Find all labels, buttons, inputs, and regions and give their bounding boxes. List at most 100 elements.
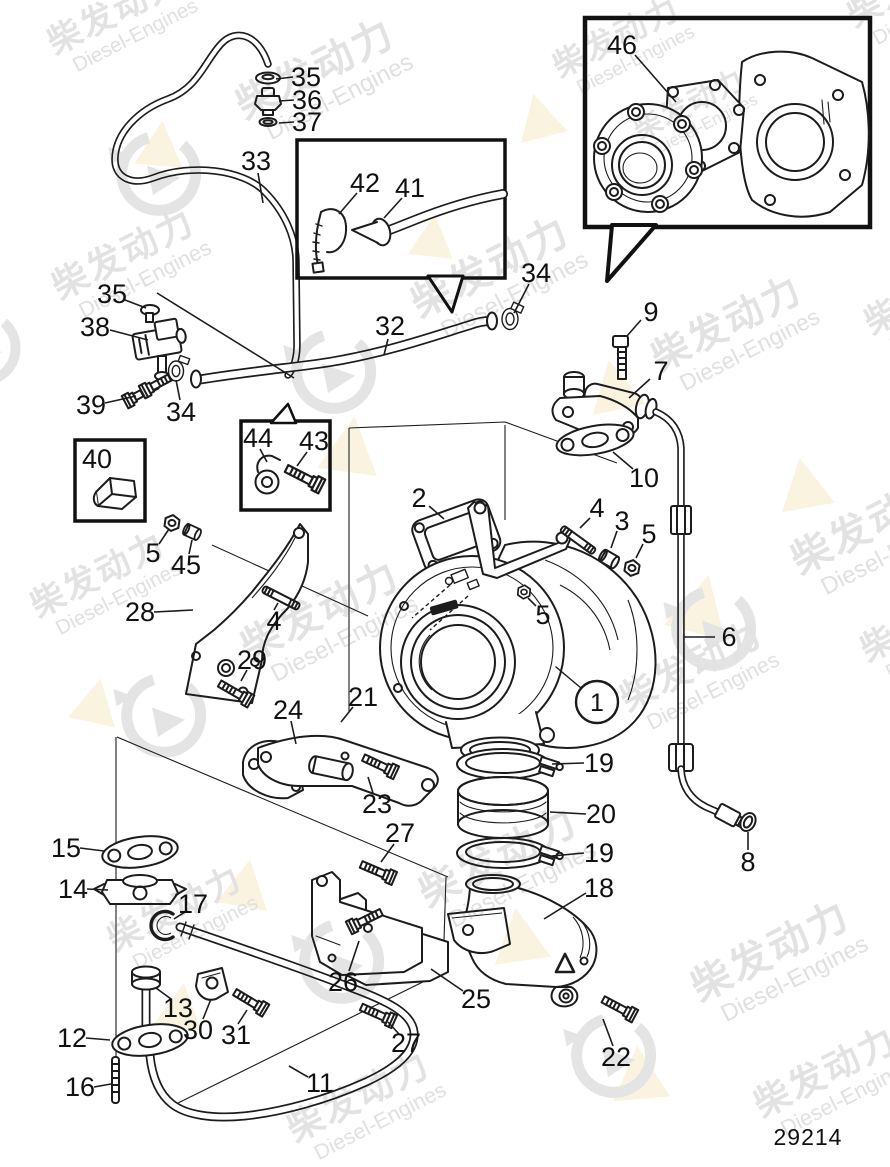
watermark-triangle bbox=[67, 678, 115, 728]
part-label-32: 32 bbox=[375, 311, 405, 341]
part-30-clamp bbox=[195, 967, 229, 1001]
leader-line-27 bbox=[387, 1021, 400, 1035]
part-10-gasket bbox=[555, 423, 635, 457]
part-21-bracket bbox=[257, 734, 439, 807]
diagram-artwork bbox=[73, 15, 873, 1122]
leader-line-21 bbox=[340, 706, 354, 723]
part-label-4: 4 bbox=[589, 493, 604, 523]
watermark-cn-text: 柴发动力 bbox=[858, 242, 890, 342]
watermark-triangle bbox=[494, 908, 552, 965]
part-34-clamp-left bbox=[167, 354, 191, 382]
watermark-triangle bbox=[317, 416, 377, 476]
part-label-17: 17 bbox=[178, 889, 208, 919]
leader-line-31 bbox=[237, 1009, 248, 1025]
part-label-35: 35 bbox=[97, 279, 127, 309]
leader-line-25 bbox=[430, 968, 464, 992]
part-label-5: 5 bbox=[641, 519, 656, 549]
callout-box-44-43 bbox=[239, 402, 332, 512]
leader-line-35 bbox=[156, 292, 295, 379]
part-32-hose bbox=[190, 311, 498, 389]
leader-line-10 bbox=[612, 451, 634, 470]
part-label-37: 37 bbox=[292, 107, 322, 137]
part-label-40: 40 bbox=[82, 444, 112, 474]
callout-box-46 bbox=[582, 15, 873, 283]
part-5-nut-right bbox=[622, 557, 642, 579]
part-1-turbocharger bbox=[379, 501, 657, 764]
leader-line-38 bbox=[109, 329, 149, 341]
part-label-39: 39 bbox=[76, 390, 106, 420]
leader-line-35 bbox=[124, 299, 147, 309]
leader-line-27 bbox=[380, 843, 395, 863]
leader-line-5 bbox=[635, 543, 644, 559]
leader-line-43 bbox=[296, 451, 308, 467]
part-label-2: 2 bbox=[411, 483, 426, 513]
leader-line-34 bbox=[175, 379, 181, 401]
part-label-4: 4 bbox=[266, 606, 281, 636]
part-45-spacer bbox=[180, 522, 204, 542]
part-label-46: 46 bbox=[607, 30, 637, 60]
part-label-38: 38 bbox=[80, 312, 110, 342]
part-label-19: 19 bbox=[584, 838, 614, 868]
leader-line-17 bbox=[173, 911, 186, 920]
part-label-15: 15 bbox=[51, 833, 81, 863]
part-label-21: 21 bbox=[348, 682, 378, 712]
part-40-clip bbox=[92, 477, 137, 510]
part-9-banjo-bolt bbox=[612, 335, 629, 380]
part-31-bolt bbox=[230, 985, 271, 1018]
part-label-33: 33 bbox=[241, 146, 271, 176]
part-label-42: 42 bbox=[350, 168, 380, 198]
leader-line-26 bbox=[348, 940, 360, 972]
part-27-bolt-upper bbox=[357, 857, 399, 886]
leader-lines bbox=[79, 54, 749, 1088]
leader-line-23 bbox=[367, 776, 374, 794]
leader-line-30 bbox=[202, 998, 212, 1020]
leader-line-32 bbox=[383, 338, 389, 356]
part-label-16: 16 bbox=[65, 1072, 95, 1102]
part-label-29: 29 bbox=[237, 645, 267, 675]
part-33-pipe bbox=[111, 31, 301, 379]
part-label-27: 27 bbox=[385, 818, 415, 848]
part-label-9: 9 bbox=[643, 297, 658, 327]
part-label-44: 44 bbox=[243, 423, 273, 453]
leader-line-45 bbox=[188, 539, 193, 555]
leader-line-13 bbox=[155, 987, 172, 1000]
leader-line-16 bbox=[93, 1083, 112, 1088]
watermark-triangle bbox=[407, 214, 453, 259]
part-label-3: 3 bbox=[614, 506, 629, 536]
part-12-flange bbox=[111, 1023, 189, 1057]
leader-line-36 bbox=[278, 99, 295, 102]
callout-circle-1-number: 1 bbox=[590, 689, 604, 717]
part-label-11: 11 bbox=[306, 1068, 334, 1098]
part-label-34: 34 bbox=[521, 258, 551, 288]
leader-line-22 bbox=[602, 1018, 614, 1047]
leader-line-37 bbox=[278, 121, 295, 124]
leader-line-9 bbox=[626, 319, 642, 337]
leader-line-44 bbox=[259, 448, 268, 463]
part-28-bracket bbox=[185, 523, 309, 704]
drawing-number: 29214 bbox=[774, 1124, 843, 1150]
part-19-vclamp-upper bbox=[456, 748, 565, 780]
part-label-28: 28 bbox=[125, 597, 155, 627]
part-label-10: 10 bbox=[629, 463, 659, 493]
leader-line-18 bbox=[543, 892, 587, 920]
part-label-30: 30 bbox=[183, 1015, 213, 1045]
part-42-cable-tie bbox=[311, 208, 348, 274]
leader-line-14 bbox=[86, 888, 109, 891]
leader-line-29 bbox=[240, 669, 248, 682]
part-label-12: 12 bbox=[57, 1023, 87, 1053]
watermark-triangle bbox=[520, 93, 568, 143]
part-label-43: 43 bbox=[299, 426, 329, 456]
part-46-flange bbox=[593, 103, 703, 213]
part-label-41: 41 bbox=[395, 173, 425, 203]
part-8-sealing-ring bbox=[739, 811, 757, 833]
part-label-14: 14 bbox=[58, 874, 88, 904]
watermark-logo-icon bbox=[0, 296, 27, 393]
part-label-26: 26 bbox=[328, 967, 358, 997]
part-16-stud bbox=[111, 1056, 120, 1104]
